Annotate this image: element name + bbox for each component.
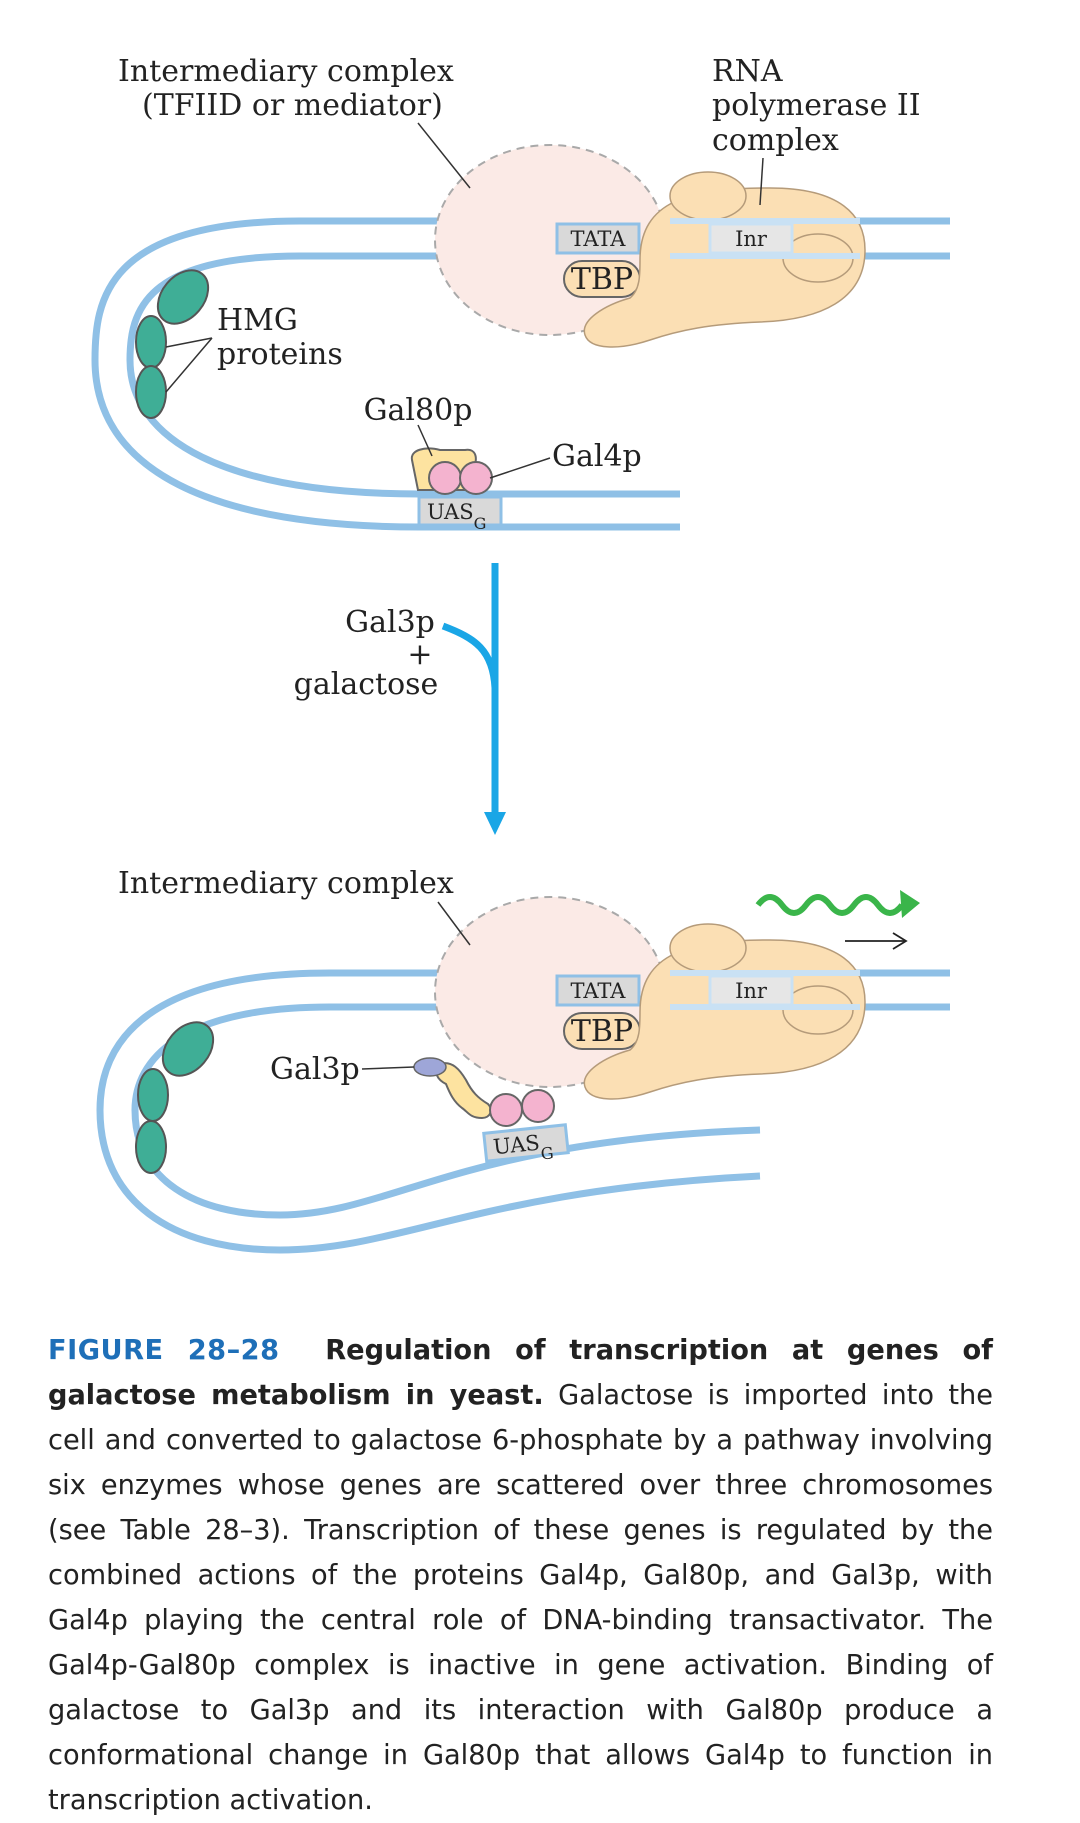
figure-title: Regulation of transcription at genes of … [48, 1335, 993, 1411]
gal-regulation-diagram: TATA TBP Inr HMG proteins UASG [91, 54, 950, 1254]
uasg-label: UASG [427, 500, 486, 533]
tbp-label: TBP [571, 262, 633, 297]
gal3p-label: Gal3p [270, 1052, 360, 1087]
inr-box [708, 222, 794, 255]
figure-caption: FIGURE 28–28 Regulation of transcription… [48, 1328, 993, 1823]
gal3p-leader [361, 1066, 415, 1070]
gal4p-subunit-bottom-1 [489, 1093, 523, 1127]
uasg-label-bottom: UASG [492, 1129, 554, 1168]
rnapol-label-line1: RNA [712, 54, 783, 89]
uasg-box [417, 495, 503, 527]
hmg-protein-bottom-2 [137, 1068, 169, 1122]
gal3p-protein [413, 1057, 447, 1077]
transition-line3: galactose [294, 667, 439, 702]
tbp-label-bottom: TBP [571, 1014, 633, 1049]
dna-bottom-outer-strand [96, 969, 950, 1254]
intermediary-label-bottom: Intermediary complex [118, 866, 454, 901]
inr-label-bottom: Inr [735, 979, 768, 1003]
hmg-protein-1 [156, 269, 210, 325]
mrna-transcript [755, 894, 905, 916]
hmg-label-line2: proteins [217, 337, 343, 372]
gal4p-subunit-bottom-2 [521, 1089, 555, 1123]
hmg-leader-lines [165, 337, 213, 393]
tata-label-bottom: TATA [571, 979, 627, 1003]
dna-top-outer-strand [91, 217, 950, 531]
rnapol-label-line3: complex [712, 123, 839, 158]
tata-box-bottom [555, 974, 641, 1007]
transition-line1: Gal3p [345, 605, 435, 640]
rnapol-leader [759, 157, 764, 206]
intermediary-label-line2: (TFIID or mediator) [142, 88, 443, 123]
intermediary-leader [417, 122, 471, 189]
hmg-protein-3 [135, 365, 167, 419]
uasg-box-bottom: UASG [482, 1123, 570, 1168]
inr-label: Inr [735, 227, 768, 251]
hmg-protein-bottom-3 [135, 1120, 167, 1174]
gal4p-leader [489, 457, 551, 479]
transition-line2: + [407, 637, 432, 672]
figure-number: FIGURE 28–28 [48, 1335, 280, 1366]
bottom-panel: TATA TBP Inr UASG [96, 866, 950, 1254]
gal80p-leader [417, 424, 433, 457]
gal4p-subunit-2 [459, 461, 493, 495]
side-input-arrow [441, 622, 499, 689]
transcription-direction-head [892, 932, 908, 950]
figure-body: Galactose is imported into the cell and … [48, 1380, 993, 1816]
hmg-protein-2 [135, 315, 167, 369]
intermediary-label-line1: Intermediary complex [118, 54, 454, 89]
tata-box [555, 222, 641, 255]
hmg-label-line1: HMG [217, 303, 298, 338]
transition-arrow: Gal3p + galactose [294, 563, 506, 835]
top-panel: TATA TBP Inr HMG proteins UASG [91, 54, 950, 533]
gal4p-subunit-1 [428, 461, 462, 495]
inr-box-bottom [708, 974, 794, 1007]
gal80p-protein-bottom [435, 1062, 492, 1120]
mrna-arrow-head [900, 890, 920, 918]
tata-label: TATA [571, 227, 627, 251]
rnapol-label-line2: polymerase II [712, 88, 921, 123]
gal80p-label: Gal80p [364, 393, 473, 428]
hmg-protein-bottom-1 [161, 1021, 215, 1077]
intermediary-leader-bottom [437, 901, 471, 946]
down-arrow-head [484, 812, 506, 835]
gal4p-label: Gal4p [552, 439, 642, 474]
